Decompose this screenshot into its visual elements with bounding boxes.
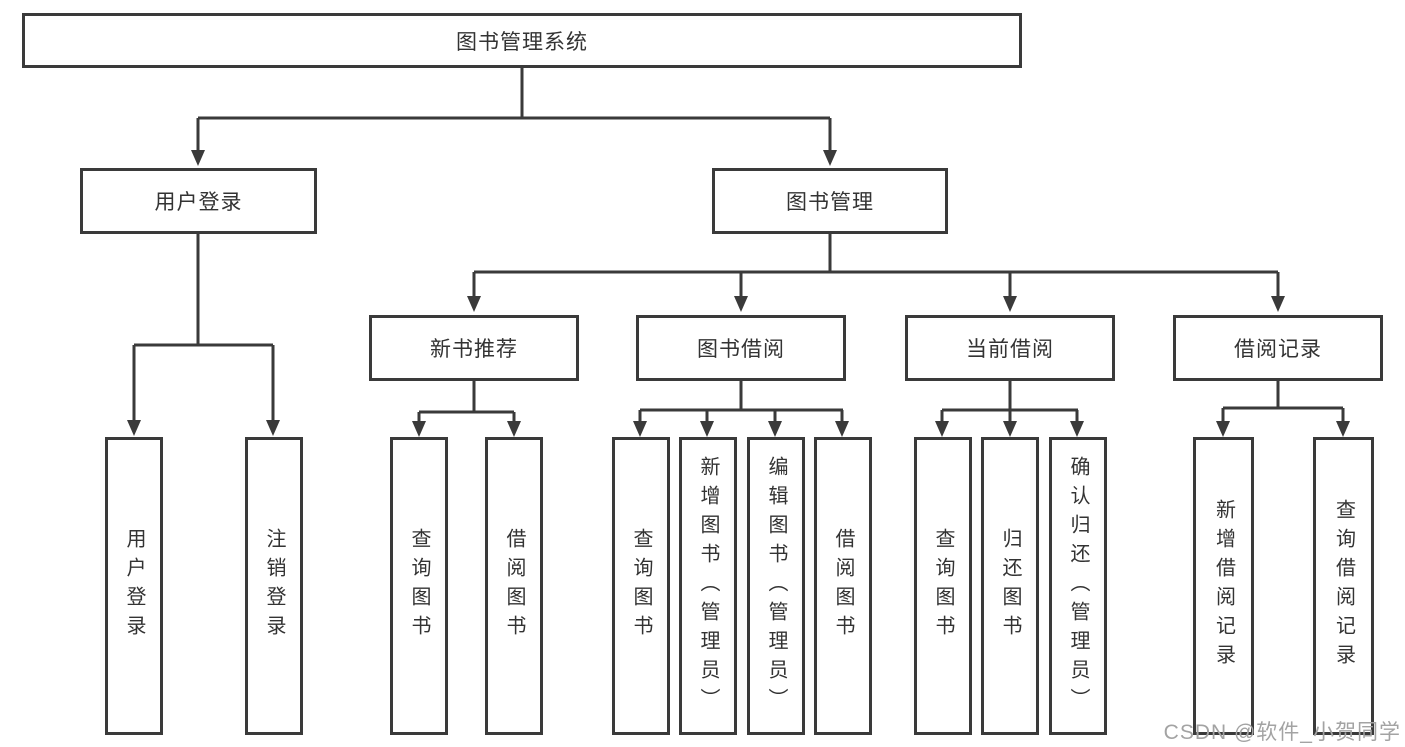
leaf-label: 借阅图书	[503, 528, 525, 644]
leaf-label: 归还图书	[999, 528, 1021, 644]
leaf-borrow-add-book: 新增图书（管理员）	[679, 437, 737, 735]
node-user-login: 用户登录	[80, 168, 317, 234]
node-new-book-recommend: 新书推荐	[369, 315, 579, 381]
leaf-label: 确认归还（管理员）	[1067, 455, 1089, 717]
leaf-borrow-query-book: 查询图书	[612, 437, 670, 735]
leaf-label: 编辑图书（管理员）	[765, 455, 787, 717]
leaf-label: 查询图书	[630, 528, 652, 644]
leaf-label: 注销登录	[263, 528, 285, 644]
leaf-user-login: 用户登录	[105, 437, 163, 735]
leaf-label: 借阅图书	[832, 528, 854, 644]
leaf-current-return-book: 归还图书	[981, 437, 1039, 735]
leaf-label: 新增图书（管理员）	[697, 455, 719, 717]
node-current-borrow: 当前借阅	[905, 315, 1115, 381]
leaf-recommend-borrow-book: 借阅图书	[485, 437, 543, 735]
leaf-logout: 注销登录	[245, 437, 303, 735]
leaf-borrow-borrow-book: 借阅图书	[814, 437, 872, 735]
leaf-current-confirm-return: 确认归还（管理员）	[1049, 437, 1107, 735]
leaf-label: 用户登录	[123, 528, 145, 644]
node-book-borrow: 图书借阅	[636, 315, 846, 381]
leaf-recommend-query-book: 查询图书	[390, 437, 448, 735]
node-book-management: 图书管理	[712, 168, 948, 234]
leaf-label: 查询图书	[408, 528, 430, 644]
leaf-label: 新增借阅记录	[1212, 499, 1235, 673]
leaf-label: 查询借阅记录	[1332, 499, 1355, 673]
connector-skeleton	[134, 68, 1343, 414]
csdn-watermark: CSDN @软件_小贺同学	[1163, 721, 1401, 744]
leaf-record-add-record: 新增借阅记录	[1193, 437, 1254, 735]
leaf-borrow-edit-book: 编辑图书（管理员）	[747, 437, 805, 735]
node-borrow-record: 借阅记录	[1173, 315, 1383, 381]
leaf-record-query-record: 查询借阅记录	[1313, 437, 1374, 735]
leaf-current-query-book: 查询图书	[914, 437, 972, 735]
leaf-label: 查询图书	[932, 528, 954, 644]
node-root-library-system: 图书管理系统	[22, 13, 1022, 68]
